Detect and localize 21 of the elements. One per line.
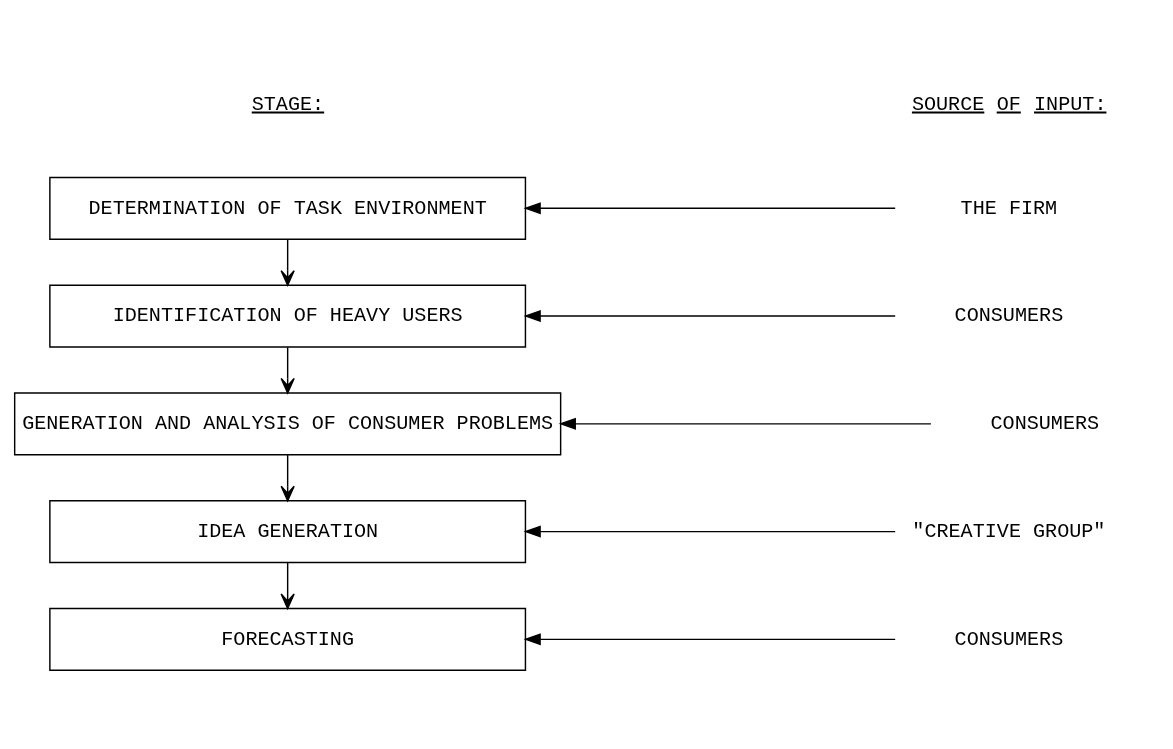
arrow xyxy=(280,346,295,394)
arrow xyxy=(523,201,896,214)
node-text: CONSUMERS xyxy=(954,627,1064,651)
node-box: IDEA GENERATION xyxy=(49,499,527,563)
node-box: DETERMINATION OF TASK ENVIRONMENT xyxy=(49,176,527,240)
arrow xyxy=(523,525,896,538)
arrow xyxy=(523,309,896,322)
node-box: FORECASTING xyxy=(49,607,527,671)
node-text: CONSUMERS xyxy=(954,303,1064,327)
node-box: GENERATION AND ANALYSIS OF CONSUMER PROBLEMS xyxy=(13,391,562,455)
node-text: THE FIRM xyxy=(960,196,1058,220)
arrow xyxy=(280,238,295,286)
arrow xyxy=(280,453,295,501)
label: SOURCE OF INPUT: xyxy=(911,91,1107,115)
arrow xyxy=(523,632,896,645)
label: STAGE: xyxy=(251,91,325,115)
node-text: "CREATIVE GROUP" xyxy=(912,519,1106,543)
arrow xyxy=(280,561,295,609)
arrow xyxy=(558,417,932,430)
node-text: CONSUMERS xyxy=(990,411,1100,435)
node-box: IDENTIFICATION OF HEAVY USERS xyxy=(49,283,527,348)
